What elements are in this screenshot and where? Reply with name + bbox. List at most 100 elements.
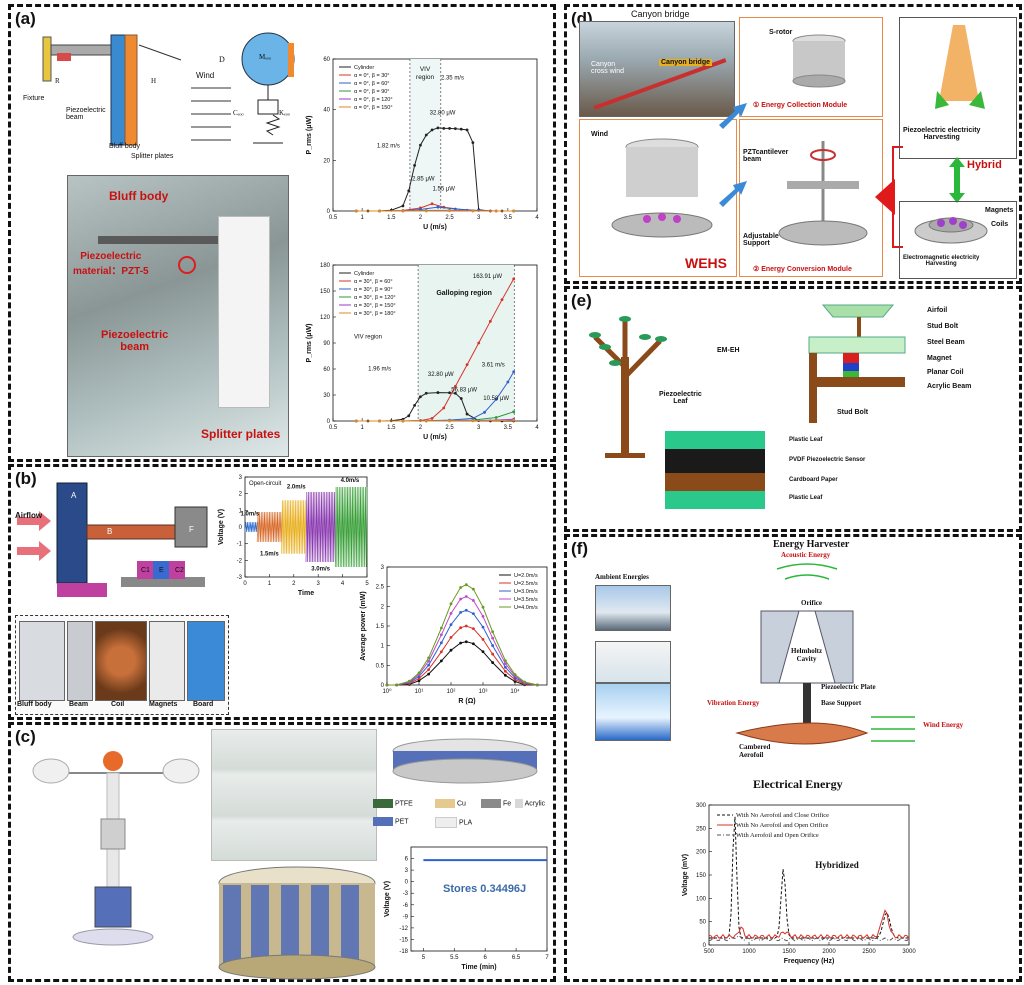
y-axis-label: Voltage (V) [218, 509, 225, 545]
data-point [512, 277, 516, 281]
data-point [407, 189, 411, 193]
data-point [413, 404, 416, 407]
stores-label: Stores 0.34496J [443, 883, 527, 895]
part-magnets-photo [149, 621, 185, 701]
data-point [465, 363, 469, 367]
y-tick-label: 50 [699, 920, 706, 926]
y-axis-label: P_rms (μW) [306, 116, 313, 155]
x-tick-label: 4 [341, 581, 345, 587]
annotation: 56.83 μW [451, 388, 477, 394]
x-tick-label: 4 [535, 215, 539, 221]
speed-label: 1.5m/s [260, 551, 279, 557]
data-point [449, 648, 453, 652]
part-label: Coil [111, 701, 125, 708]
data-point [442, 127, 446, 130]
electromagnetic-device [17, 482, 208, 597]
legend-label: α = 0°, β = 90° [354, 89, 390, 95]
data-point [385, 683, 389, 687]
data-point [424, 133, 428, 137]
experimental-photo [67, 175, 289, 457]
y-tick-label: 60 [323, 367, 330, 373]
y-tick-label: 20 [323, 158, 330, 164]
stack-part-label: Acrylic Beam [927, 383, 972, 390]
x-tick-label: 2.5 [445, 425, 454, 431]
srotor-icon [792, 34, 846, 88]
legend-swatch [515, 799, 523, 808]
x-tick-label: 3.5 [504, 425, 513, 431]
harvester-title: Energy Harvester [773, 539, 850, 550]
region-label: region [416, 74, 434, 81]
data-point [464, 583, 468, 587]
helmholtz-harvester [735, 563, 869, 745]
photo-bluff-label: Bluff body [109, 189, 169, 203]
x-tick-label: 3.5 [504, 215, 513, 221]
layer-stack-image [211, 729, 377, 861]
wehs-label: WEHS [685, 255, 727, 271]
part-label: Bluff body [17, 701, 52, 708]
y-tick-label: 3 [405, 868, 409, 874]
data-point [459, 641, 463, 645]
y-tick-label: -12 [399, 926, 408, 932]
data-point [506, 380, 510, 384]
y-tick-label: 180 [320, 263, 331, 269]
legend-label: Cu [456, 800, 466, 808]
data-point [427, 672, 431, 676]
ambient-label: Ambient Energies [595, 573, 649, 581]
y-tick-label: 150 [320, 289, 331, 295]
x-axis-label: Frequency (Hz) [784, 958, 835, 965]
x-tick-label: 6.5 [512, 955, 521, 961]
x-axis-label: U (m/s) [423, 434, 447, 441]
data-point [523, 680, 527, 684]
leaf-layers [665, 431, 765, 515]
y-tick-label: 90 [323, 341, 330, 347]
legend-label: U=4.0m/s [514, 605, 538, 611]
data-point [449, 602, 453, 606]
label-E: E [159, 567, 164, 574]
data-point [378, 209, 382, 213]
legend-label: PTFE [394, 800, 413, 808]
Keff-label: Kₑₒₒ [279, 109, 290, 117]
Meff-label: Mₑₒₒ [259, 53, 272, 61]
x-tick-label: 3000 [902, 949, 916, 955]
data-point [535, 683, 539, 687]
data-point [430, 202, 434, 206]
emeh-label: EM-EH [717, 347, 740, 354]
y-tick-label: 200 [696, 850, 707, 856]
x-tick-label: 10³ [479, 689, 488, 695]
annotation: 1.96 m/s [368, 367, 391, 373]
cantilever-schematic [42, 34, 182, 146]
wind-lines [871, 716, 915, 742]
data-point [512, 410, 516, 414]
series-line [708, 935, 910, 942]
base-support-label: Base Support [821, 699, 862, 707]
legend-swatch [435, 817, 457, 828]
speed-label: 1.0m/s [241, 511, 260, 517]
data-point [430, 417, 434, 420]
bluff-body-label: Bluff body [109, 143, 141, 150]
data-point [427, 659, 431, 663]
cambered-label: Cambered Aerofoil [739, 743, 771, 759]
data-point [491, 644, 495, 647]
data-point [503, 662, 507, 666]
photo-piezo-material-label: Piezoelectric material：PZT-5 [73, 251, 149, 277]
legend-label: PET [394, 818, 409, 826]
data-point [464, 595, 468, 598]
data-point [436, 126, 440, 130]
data-point [512, 209, 516, 213]
ecm-label: ① Energy Collection Module [753, 102, 848, 109]
speed-label: 3.0m/s [311, 566, 330, 572]
data-point [494, 397, 498, 401]
x-tick-label: 7 [545, 955, 549, 961]
legend-swatch [481, 799, 501, 808]
x-tick-label: 1 [268, 581, 272, 587]
data-point [439, 633, 443, 637]
data-point [491, 636, 495, 640]
wind-arrows [191, 87, 231, 141]
y-tick-label: -15 [399, 937, 408, 943]
y-tick-label: 1 [239, 508, 243, 514]
data-point [454, 207, 457, 211]
region-label: VIV [420, 66, 431, 73]
speed-label: 4.0m/s [341, 478, 360, 484]
data-point [464, 624, 468, 628]
